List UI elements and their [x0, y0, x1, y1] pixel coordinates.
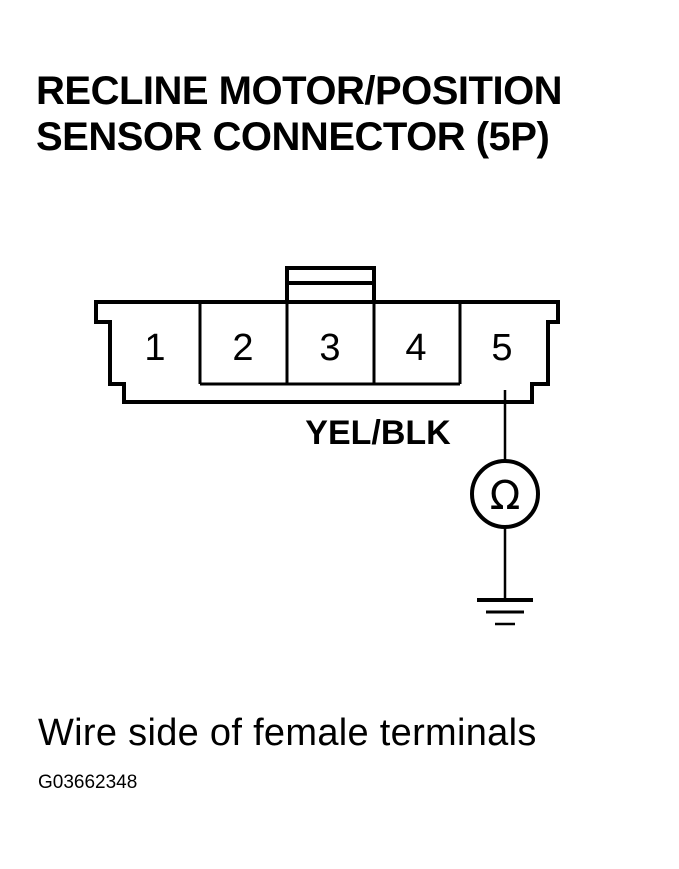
cavity-dividers — [198, 302, 462, 384]
ohmmeter-icon: Ω — [470, 459, 540, 529]
connector-lock-tab — [285, 266, 376, 304]
title-line-1: RECLINE MOTOR/POSITION — [36, 69, 563, 113]
pin-label-5: 5 — [491, 327, 512, 369]
title-line-2: SENSOR CONNECTOR (5P) — [36, 115, 550, 159]
pin-label-4: 4 — [405, 327, 426, 369]
ohm-symbol: Ω — [490, 473, 521, 519]
diagram-caption: Wire side of female terminals — [38, 712, 537, 754]
connector-housing — [94, 300, 560, 404]
figure-id: G03662348 — [38, 772, 138, 793]
wire-color-label: YEL/BLK — [305, 414, 451, 452]
ground-icon — [477, 598, 533, 626]
diagram-title: RECLINE MOTOR/POSITION SENSOR CONNECTOR … — [36, 68, 563, 160]
pin-label-1: 1 — [144, 327, 165, 369]
pin-label-2: 2 — [232, 327, 253, 369]
pin-label-3: 3 — [319, 327, 340, 369]
